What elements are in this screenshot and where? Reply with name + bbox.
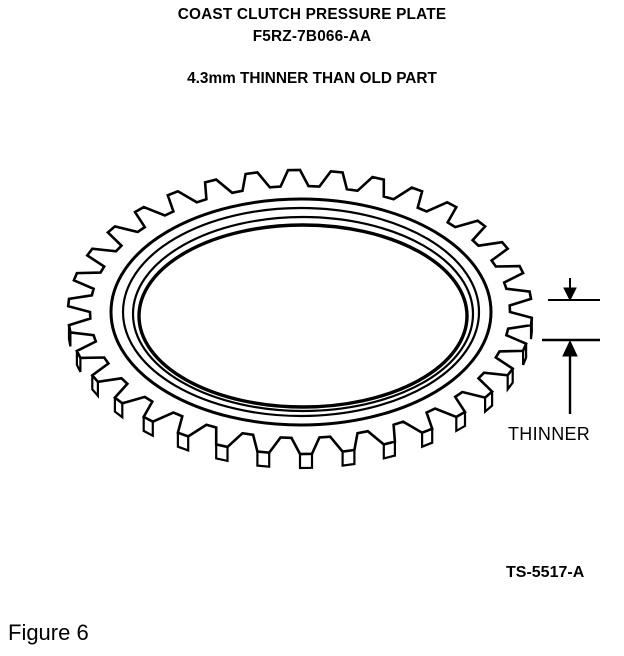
plate-tooth-edge <box>506 368 514 393</box>
arrow-down-icon <box>563 287 577 302</box>
plate-tooth-edge <box>341 450 356 467</box>
plate-tooth-edge <box>529 317 533 340</box>
thickness-callout <box>542 278 600 414</box>
thickness-note: 4.3mm THINNER THAN OLD PART <box>187 70 437 87</box>
plate-tooth-edge <box>382 441 396 460</box>
plate-tooth-edge <box>484 391 494 414</box>
plate-teeth <box>66 168 534 470</box>
plate-tooth-edge <box>256 451 271 468</box>
pressure-plate-drawing <box>66 168 534 470</box>
plate-tooth-edge <box>142 416 154 438</box>
figure-caption: Figure 6 <box>8 620 89 645</box>
plate-tooth-edge <box>421 428 434 449</box>
thinner-label: THINNER <box>508 424 591 444</box>
plate-tooth-edge <box>75 350 82 373</box>
part-name-title: COAST CLUTCH PRESSURE PLATE <box>177 6 447 23</box>
plate-tooth-edge <box>521 343 528 366</box>
plate-tooth-outline <box>66 168 534 456</box>
plate-tooth-edge <box>91 375 100 399</box>
plate-tooth-edge <box>176 432 190 452</box>
part-number-title: F5RZ-7B066-AA <box>252 28 372 45</box>
plate-inner-ring-lip <box>131 215 475 413</box>
reference-code: TS-5517-A <box>506 564 585 581</box>
plate-tooth-edge <box>67 325 72 347</box>
plate-tooth-edge <box>215 444 229 463</box>
plate-inner-ring-outer <box>109 197 493 427</box>
plate-tooth-edge <box>455 411 467 433</box>
plate-tooth-edge <box>113 397 124 420</box>
title-block: COAST CLUTCH PRESSURE PLATE F5RZ-7B066-A… <box>0 4 624 90</box>
plate-center-opening <box>137 223 469 409</box>
plate-tooth-edge <box>298 453 314 470</box>
plate-inner-ring-middle <box>121 206 481 418</box>
arrow-up-icon <box>562 339 578 357</box>
